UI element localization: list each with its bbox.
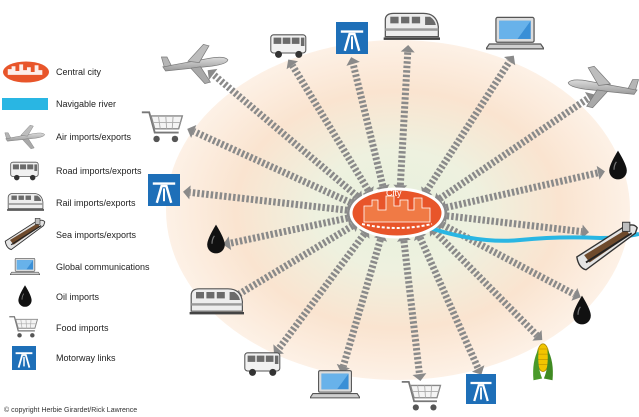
shopping-cart-icon: [9, 317, 37, 338]
legend: Central city Navigable river Air imports…: [2, 61, 150, 370]
oil-drop-icon: [18, 285, 31, 307]
legend-item-air: Air imports/exports: [5, 125, 132, 149]
legend-label: Road imports/exports: [56, 166, 142, 176]
copyright-notice: © copyright Herbie Girardet/Rick Lawrenc…: [4, 406, 137, 414]
corn-icon: [533, 344, 553, 380]
legend-label: Sea imports/exports: [56, 230, 137, 240]
legend-label: Central city: [56, 67, 102, 77]
city-skyline-icon: [3, 61, 49, 82]
ship-icon: [5, 218, 45, 249]
train-icon: [7, 193, 44, 210]
legend-item-rail: Rail imports/exports: [7, 193, 136, 210]
bus-icon: [11, 162, 39, 180]
legend-label: Navigable river: [56, 99, 116, 109]
legend-label: Oil imports: [56, 292, 100, 302]
legend-item-food: Food imports: [9, 317, 109, 338]
train-icon: [384, 13, 440, 40]
legend-label: Motorway links: [56, 353, 116, 363]
airplane-icon: [161, 44, 228, 83]
legend-item-central-city: Central city: [3, 61, 102, 82]
train-icon: [190, 289, 244, 315]
motorway-sign-icon: [466, 374, 496, 404]
legend-label: Rail imports/exports: [56, 198, 136, 208]
bus-icon: [271, 35, 306, 58]
legend-label: Air imports/exports: [56, 132, 132, 142]
shopping-cart-icon: [142, 112, 182, 142]
legend-item-motorway: Motorway links: [12, 346, 116, 370]
shopping-cart-icon: [402, 382, 441, 411]
city-label: City: [386, 188, 402, 198]
river-icon: [2, 98, 48, 110]
legend-label: Food imports: [56, 323, 109, 333]
bus-icon: [245, 353, 280, 376]
central-city: City: [351, 188, 443, 237]
laptop-icon: [10, 258, 40, 274]
legend-item-oil: Oil imports: [18, 285, 99, 307]
motorway-sign-icon: [336, 22, 368, 54]
airplane-icon: [568, 66, 638, 107]
legend-item-road: Road imports/exports: [11, 162, 142, 180]
legend-item-sea: Sea imports/exports: [5, 218, 136, 249]
laptop-icon: [486, 17, 544, 48]
motorway-sign-icon: [148, 174, 180, 206]
motorway-sign-icon: [12, 346, 36, 370]
airplane-icon: [5, 125, 45, 149]
legend-item-communications: Global communications: [10, 258, 150, 274]
legend-label: Global communications: [56, 262, 150, 272]
legend-item-navigable-river: Navigable river: [2, 98, 116, 110]
